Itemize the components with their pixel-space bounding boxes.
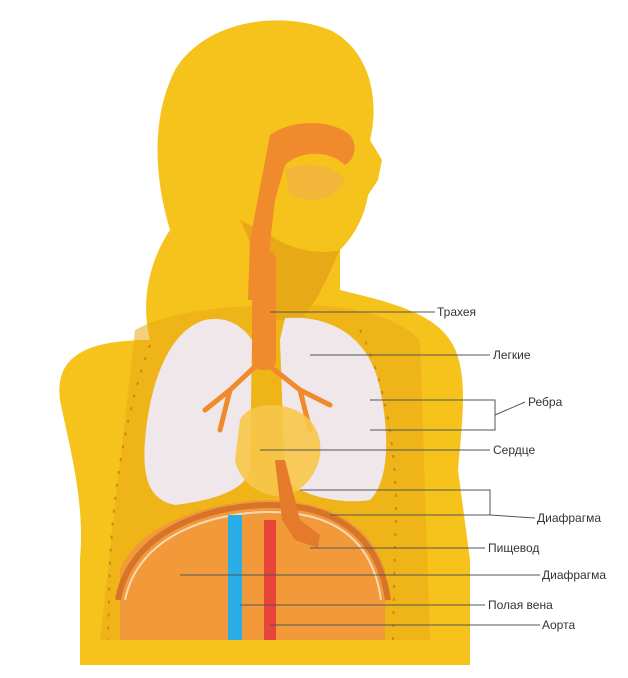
label-trachea: Трахея xyxy=(437,305,476,319)
label-ribs: Ребра xyxy=(528,395,563,409)
aorta-vessel xyxy=(264,520,276,640)
label-lungs: Легкие xyxy=(493,348,531,362)
label-vena-cava: Полая вена xyxy=(488,598,553,612)
label-diaphragm-bottom: Диафрагма xyxy=(542,568,606,582)
label-diaphragm-top: Диафрагма xyxy=(537,511,601,525)
label-heart: Сердце xyxy=(493,443,535,457)
label-esophagus: Пищевод xyxy=(488,541,539,555)
trachea-tube xyxy=(252,250,276,370)
label-aorta: Аорта xyxy=(542,618,575,632)
vena-cava-vessel xyxy=(228,515,242,640)
